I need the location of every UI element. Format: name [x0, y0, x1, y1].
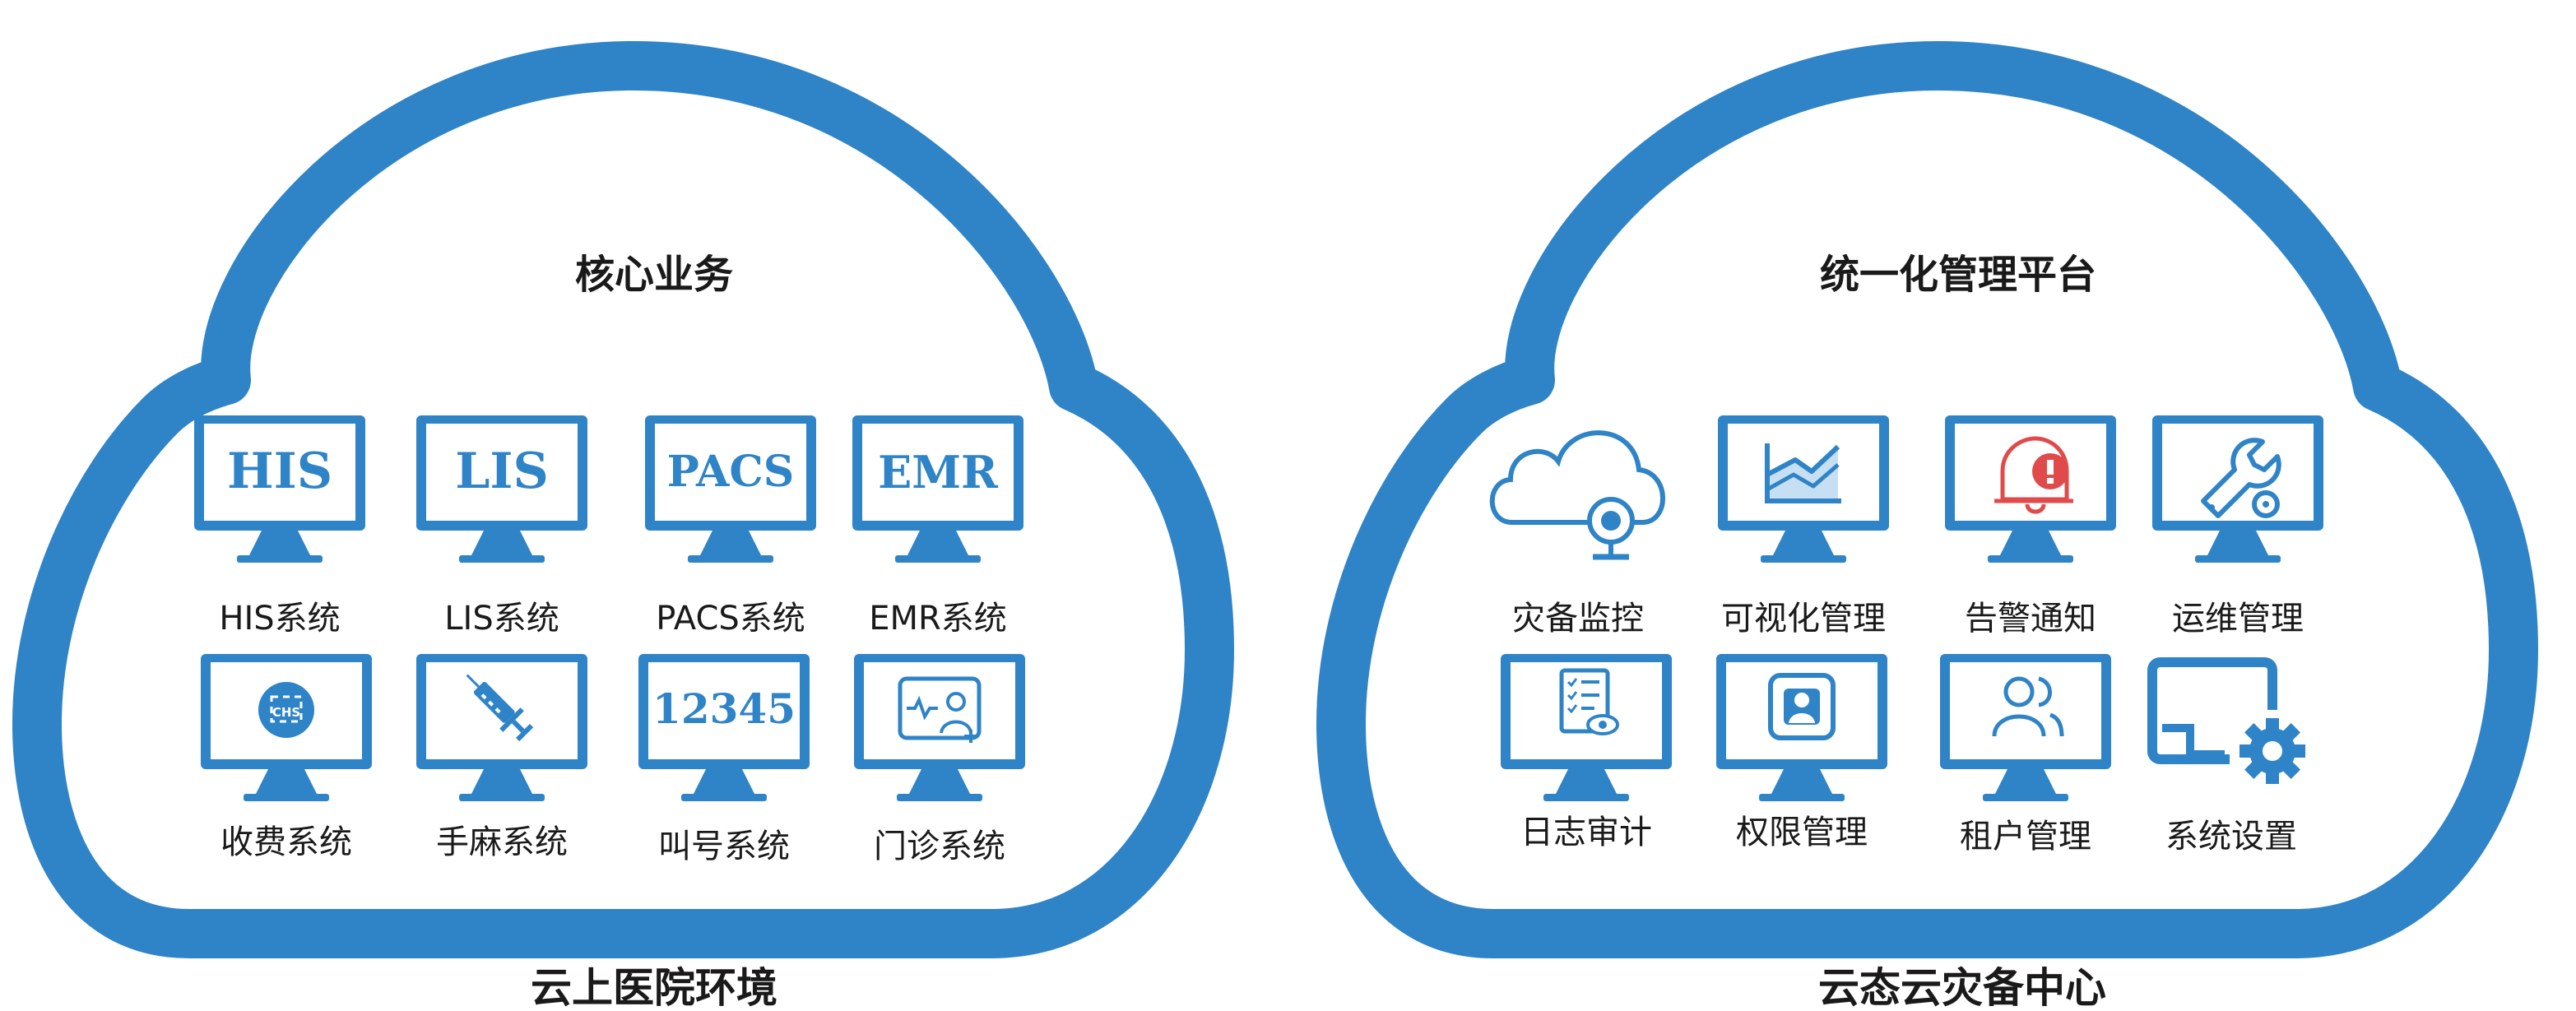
users-icon — [1992, 676, 2064, 737]
item-label: 系统设置 — [2165, 818, 2297, 856]
chs-badge-icon: CHS — [258, 682, 314, 738]
item-tenants[interactable]: 租户管理 — [1940, 654, 2111, 856]
item-label: 门诊系统 — [874, 828, 1005, 865]
right-title: 统一化管理平台 — [1820, 252, 2096, 298]
syringe-icon — [466, 674, 534, 742]
item-dr-monitoring[interactable]: 灾备监控 — [1489, 430, 1665, 638]
item-label: 日志审计 — [1520, 814, 1652, 851]
item-label: 权限管理 — [1736, 814, 1868, 851]
screen-text-lis: LIS — [455, 443, 549, 500]
item-lis[interactable]: LIS LIS系统 — [416, 415, 587, 638]
item-label: EMR系统 — [869, 600, 1007, 638]
item-anesthesia[interactable]: 手麻系统 — [416, 654, 587, 861]
item-outpatient[interactable]: 门诊系统 — [854, 654, 1025, 865]
cloud-camera-icon — [1489, 430, 1665, 560]
item-pacs[interactable]: PACS PACS系统 — [645, 415, 816, 638]
gear-icon — [2147, 657, 2305, 784]
item-settings[interactable]: 系统设置 — [2147, 657, 2305, 856]
user-lock-icon — [1768, 673, 1836, 740]
screen-text-pacs: PACS — [667, 447, 795, 497]
item-label: PACS系统 — [656, 600, 805, 638]
item-visualization[interactable]: 可视化管理 — [1718, 415, 1889, 638]
item-his[interactable]: HIS HIS系统 — [194, 415, 365, 638]
item-label: 叫号系统 — [658, 828, 790, 865]
item-queue[interactable]: 12345 叫号系统 — [638, 654, 810, 865]
item-emr[interactable]: EMR EMR系统 — [852, 415, 1023, 638]
right-caption: 云态云灾备中心 — [1818, 964, 2106, 1011]
item-label: 租户管理 — [1960, 818, 2091, 856]
log-checklist-icon — [1559, 668, 1619, 735]
left-title: 核心业务 — [575, 252, 733, 298]
item-label: 运维管理 — [2172, 600, 2304, 638]
item-label: 手麻系统 — [436, 823, 568, 861]
item-label: 灾备监控 — [1512, 600, 1644, 638]
item-label: HIS系统 — [219, 600, 340, 638]
left-caption: 云上医院环境 — [531, 964, 777, 1011]
item-label: 告警通知 — [1965, 600, 2096, 638]
item-label: 收费系统 — [220, 823, 352, 861]
cloud-right-outline — [1316, 41, 2538, 958]
item-log-audit[interactable]: 日志审计 — [1501, 654, 1672, 851]
alarm-bell-icon — [1994, 436, 2073, 514]
cloud-right: 统一化管理平台 — [1316, 41, 2538, 958]
screen-text-his: HIS — [227, 443, 332, 500]
item-label: 可视化管理 — [1721, 600, 1886, 638]
wrench-icon — [2201, 438, 2281, 518]
item-ops[interactable]: 运维管理 — [2152, 415, 2323, 638]
screen-text-chs: CHS — [272, 705, 300, 720]
chart-icon — [1765, 443, 1841, 503]
screen-text-queue: 12345 — [652, 684, 796, 733]
item-permissions[interactable]: 权限管理 — [1716, 654, 1887, 851]
item-billing[interactable]: CHS 收费系统 — [201, 654, 372, 861]
item-alarm[interactable]: 告警通知 — [1945, 415, 2116, 638]
item-label: LIS系统 — [444, 600, 559, 638]
screen-text-emr: EMR — [878, 446, 999, 499]
doctor-card-icon — [898, 676, 982, 743]
